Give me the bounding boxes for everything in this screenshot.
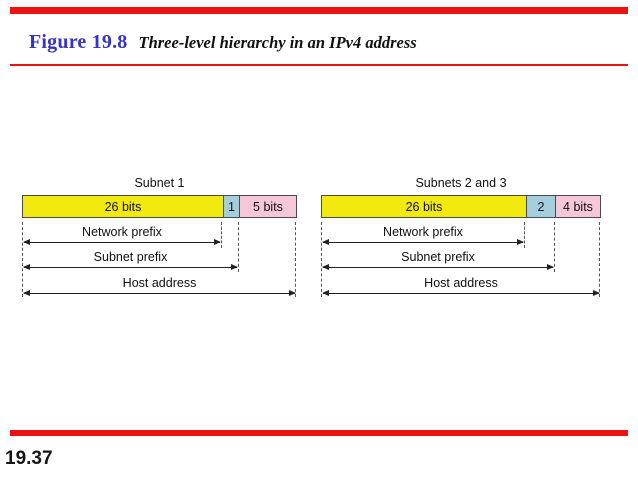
double-arrow bbox=[23, 263, 238, 270]
dashed-guide-line bbox=[295, 222, 297, 297]
dashed-guide-line bbox=[22, 222, 23, 297]
top-accent-bar bbox=[10, 7, 628, 14]
header: Figure 19.8 Three-level hierarchy in an … bbox=[29, 31, 417, 54]
address-bar: 26 bits 2 4 bits bbox=[321, 195, 601, 218]
host-bits-field: 5 bits bbox=[240, 196, 296, 217]
dashed-guide-line bbox=[524, 222, 525, 248]
network-prefix-measure: Network prefix bbox=[22, 225, 222, 245]
diagram-title: Subnets 2 and 3 bbox=[415, 176, 507, 190]
diagram-title: Subnet 1 bbox=[134, 176, 185, 190]
title-separator-rule bbox=[10, 64, 628, 67]
figure-title: Three-level hierarchy in an IPv4 address bbox=[138, 33, 417, 52]
double-arrow bbox=[23, 238, 221, 245]
measure-label: Subnet prefix bbox=[401, 250, 475, 264]
page-number: 19.37 bbox=[5, 448, 53, 469]
double-arrow bbox=[322, 238, 524, 245]
subnet-bits-field: 2 bbox=[526, 196, 556, 217]
dashed-guide-line bbox=[554, 222, 555, 272]
double-arrow bbox=[23, 289, 296, 296]
measure-label: Network prefix bbox=[82, 225, 162, 239]
dashed-guide-line bbox=[221, 222, 222, 248]
address-bar: 26 bits 1 5 bits bbox=[22, 195, 297, 218]
measure-label: Host address bbox=[122, 276, 197, 290]
bottom-accent-bar bbox=[10, 430, 628, 436]
dashed-guide-line bbox=[321, 222, 322, 297]
measure-label: Host address bbox=[424, 276, 498, 290]
network-prefix-field: 26 bits bbox=[322, 196, 526, 217]
dashed-guide-line bbox=[599, 222, 601, 297]
measure-label: Network prefix bbox=[383, 225, 463, 239]
double-arrow bbox=[322, 289, 600, 296]
subnet-prefix-measure: Subnet prefix bbox=[22, 250, 239, 270]
host-address-measure: Host address bbox=[22, 276, 297, 296]
double-arrow bbox=[322, 263, 554, 270]
network-prefix-measure: Network prefix bbox=[321, 225, 525, 245]
host-bits-field: 4 bits bbox=[556, 196, 600, 217]
subnet-prefix-measure: Subnet prefix bbox=[321, 250, 555, 270]
network-prefix-field: 26 bits bbox=[23, 196, 223, 217]
measure-label: Subnet prefix bbox=[93, 250, 168, 264]
figure-label: Figure 19.8 bbox=[29, 31, 128, 53]
host-address-measure: Host address bbox=[321, 276, 601, 296]
dashed-guide-line bbox=[238, 222, 239, 272]
subnet-bits-field: 1 bbox=[223, 196, 240, 217]
